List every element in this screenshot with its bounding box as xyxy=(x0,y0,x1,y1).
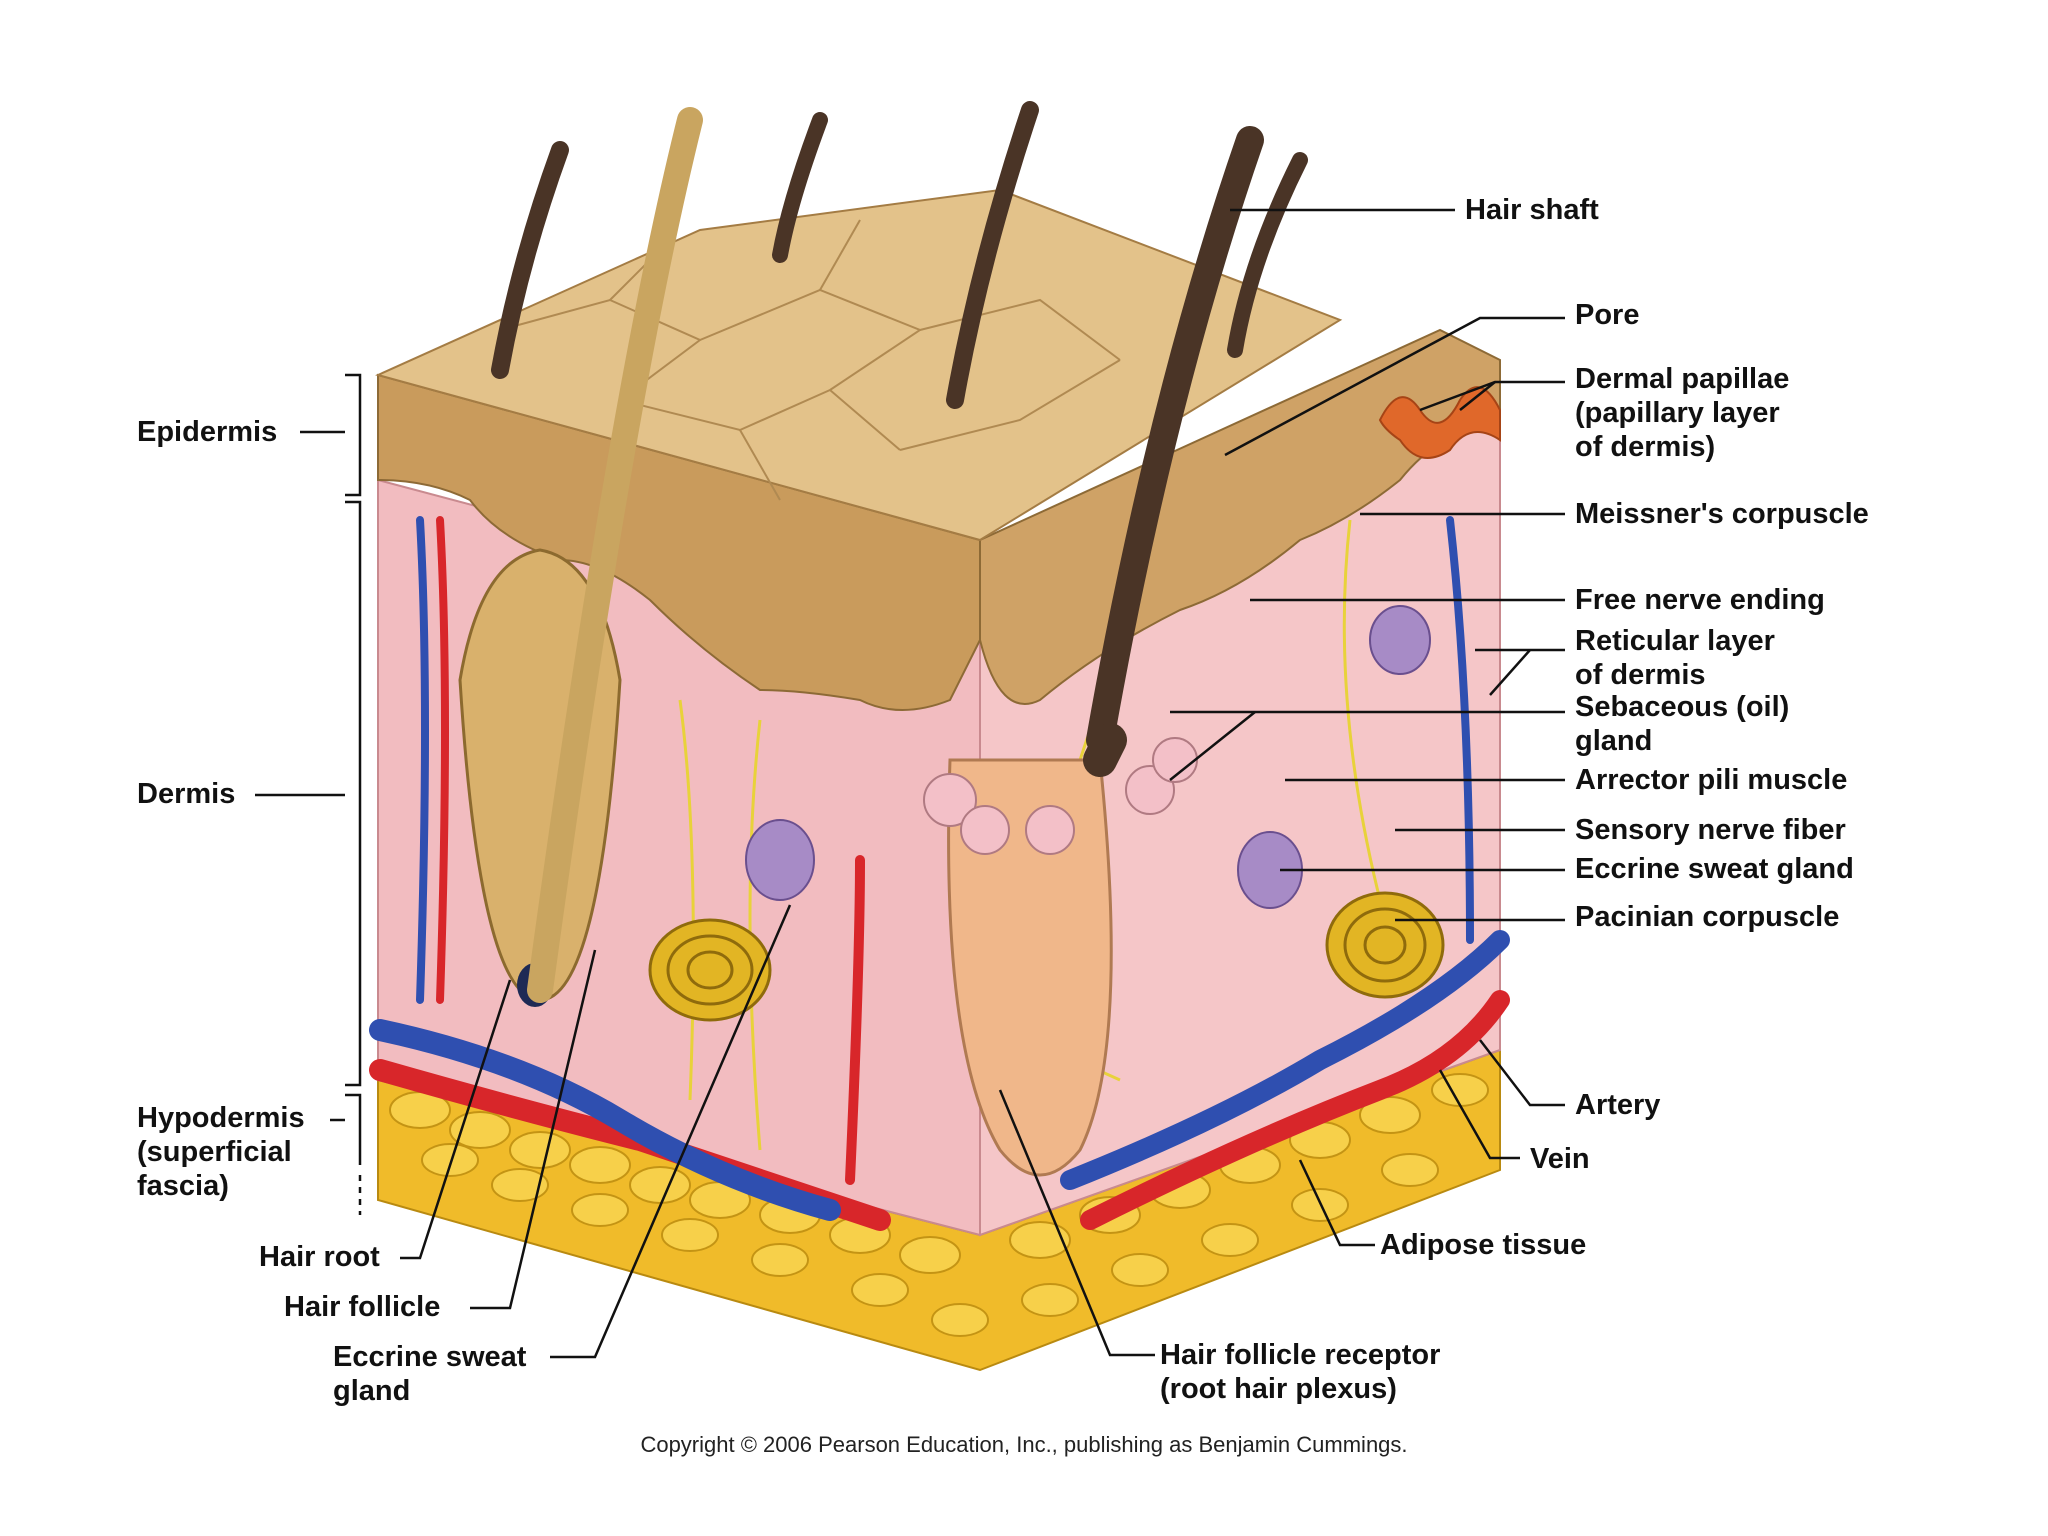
label-pacinian-corpuscle: Pacinian corpuscle xyxy=(1575,901,1840,933)
label-hair-follicle: Hair follicle xyxy=(284,1291,441,1323)
label-sensory-nerve-fiber: Sensory nerve fiber xyxy=(1575,814,1846,846)
leader-lines xyxy=(255,208,1565,1359)
label-epidermis: Epidermis xyxy=(137,416,278,448)
epidermis-band-left xyxy=(377,373,981,711)
label-hair-follicle-receptor: Hair follicle receptor (root hair plexus… xyxy=(1160,1339,1441,1405)
blood-vessels xyxy=(369,516,1510,1231)
label-free-nerve-ending: Free nerve ending xyxy=(1575,584,1825,616)
label-dermal-papillae: Dermal papillae (papillary layer of derm… xyxy=(1575,363,1790,463)
label-adipose-tissue: Adipose tissue xyxy=(1380,1229,1587,1261)
copyright-notice: Copyright © 2006 Pearson Education, Inc.… xyxy=(640,1432,1408,1457)
label-vein: Vein xyxy=(1530,1143,1590,1175)
label-dermis: Dermis xyxy=(137,778,236,810)
adipose-layer xyxy=(377,1048,1501,1372)
label-hair-root: Hair root xyxy=(259,1241,380,1273)
label-sebaceous-gland: Sebaceous (oil) gland xyxy=(1575,691,1790,757)
label-arrector-pili-muscle: Arrector pili muscle xyxy=(1575,764,1848,796)
eccrine-sweat-glands xyxy=(745,605,1431,909)
label-reticular-layer: Reticular layer of dermis xyxy=(1575,625,1775,691)
label-eccrine-sweat-gland-left: Eccrine sweat gland xyxy=(333,1341,527,1407)
label-meissners-corpuscle: Meissner's corpuscle xyxy=(1575,498,1869,530)
label-pore: Pore xyxy=(1575,299,1640,331)
label-eccrine-sweat-gland-right: Eccrine sweat gland xyxy=(1575,853,1854,885)
sebaceous-glands xyxy=(923,737,1198,855)
label-hair-shaft: Hair shaft xyxy=(1465,194,1599,226)
hair-shafts xyxy=(491,101,1308,1003)
label-artery: Artery xyxy=(1575,1089,1661,1121)
label-hypodermis: Hypodermis (superficial fascia) xyxy=(137,1102,305,1202)
pacinian-corpuscles xyxy=(648,891,1445,1022)
